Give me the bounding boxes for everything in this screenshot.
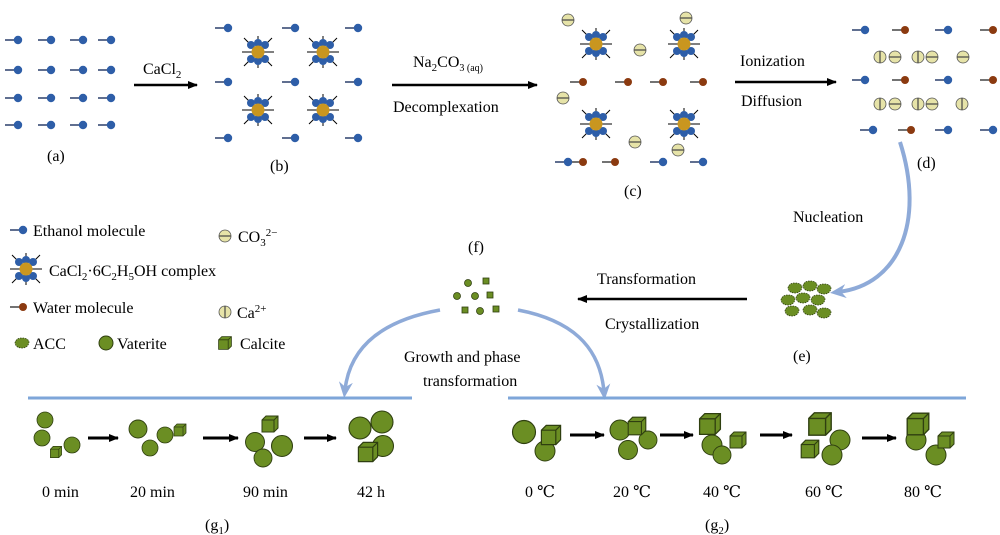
temp-label-2: 40 ℃ — [703, 484, 741, 501]
panel-label-f: (f) — [468, 239, 484, 256]
panel-b-complexes — [214, 23, 363, 143]
panel-label-g1: (g1) — [205, 517, 229, 535]
arrow-ionization-label: Ionization — [740, 53, 805, 70]
panel-label-a: (a) — [47, 148, 65, 165]
panel-a-molecules — [4, 35, 116, 130]
panel-g1-time-series — [33, 410, 395, 468]
legend-ethanol: Ethanol molecule — [33, 223, 145, 240]
legend-vaterite: Vaterite — [117, 336, 167, 353]
legend-water: Water molecule — [33, 300, 133, 317]
legend-acc: ACC — [33, 336, 66, 353]
panel-e-acc-particles — [780, 280, 832, 319]
legend-complex: CaCl2·6C2H5OH complex — [49, 263, 216, 283]
arrow-transformation-label: Transformation — [597, 271, 696, 288]
curve-arrow-to-g1 — [338, 308, 441, 398]
arrow-cacl2-label: CaCl2 — [143, 61, 181, 81]
panel-label-e: (e) — [793, 348, 811, 365]
panel-c-mixture — [554, 11, 708, 167]
growth-label-line2: transformation — [423, 373, 517, 390]
growth-label-line1: Growth and phase — [404, 349, 520, 366]
panel-label-g2: (g2) — [705, 517, 729, 535]
legend-ca: Ca2+ — [237, 303, 267, 322]
panel-label-b: (b) — [270, 158, 289, 175]
panel-label-d: (d) — [917, 155, 936, 172]
legend: Ethanol molecule CO32− CaCl2·6C2H5OH com… — [9, 223, 285, 353]
time-label-0: 0 min — [42, 484, 79, 501]
temp-label-3: 60 ℃ — [805, 484, 843, 501]
arrow-decomplexation-label: Decomplexation — [393, 99, 499, 116]
curve-arrow-d-to-e — [830, 141, 912, 299]
panel-d-ions — [851, 25, 998, 135]
legend-calcite: Calcite — [240, 336, 285, 353]
arrow-crystallization-label: Crystallization — [605, 316, 699, 333]
time-label-3: 42 h — [357, 484, 385, 501]
panel-f-small-particles — [453, 277, 500, 315]
time-label-2: 90 min — [243, 484, 288, 501]
temp-label-0: 0 ℃ — [525, 484, 555, 501]
panel-g2-temperature-series — [511, 412, 955, 466]
legend-co3: CO32− — [238, 227, 277, 249]
time-label-1: 20 min — [130, 484, 175, 501]
arrow-nucleation-label: Nucleation — [793, 209, 863, 226]
curve-arrow-to-g2 — [517, 308, 611, 400]
arrow-diffusion-label: Diffusion — [741, 93, 802, 110]
temp-label-4: 80 ℃ — [904, 484, 942, 501]
arrow-na2co3-label: Na2CO3 (aq) — [413, 54, 483, 74]
temp-label-1: 20 ℃ — [613, 484, 651, 501]
panel-label-c: (c) — [624, 183, 642, 200]
